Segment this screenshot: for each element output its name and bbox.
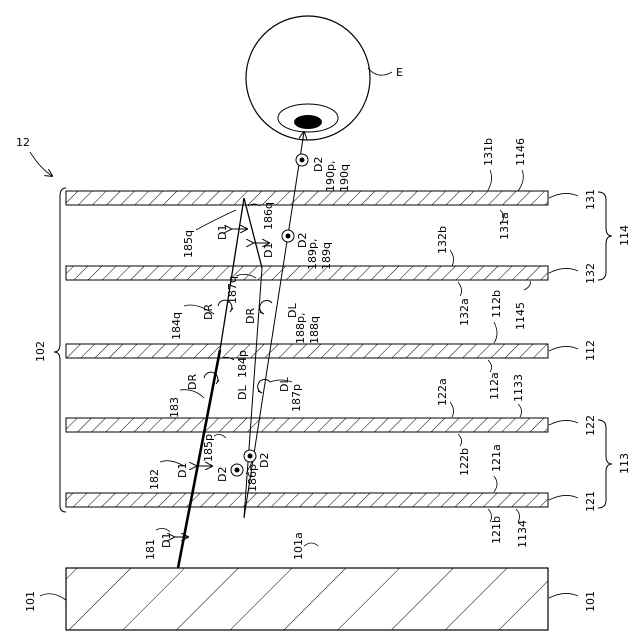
label-131b: 131b <box>482 138 495 166</box>
d2-marker-186p-left <box>231 464 243 476</box>
dr-marker-lower <box>204 372 219 384</box>
label-1146: 1146 <box>514 138 527 166</box>
ray-label-190-line2: 190q <box>338 164 351 192</box>
label-122b: 122b <box>458 448 471 476</box>
d2-marker-186p-right <box>244 450 256 462</box>
ray-label-190: 190p, 190q <box>324 157 351 192</box>
dl-marker-upper <box>260 301 272 314</box>
ray-label-186p: 186p <box>246 464 259 492</box>
base-101 <box>66 568 548 630</box>
plate-121 <box>66 493 548 507</box>
label-112b: 112b <box>490 290 503 318</box>
ray-label-185p: 185p <box>202 434 215 462</box>
pol-d1-181: D1 <box>160 533 173 548</box>
ray-label-188-line2: 188q <box>308 316 321 344</box>
label-131: 131 <box>584 189 597 210</box>
label-131a: 131a <box>498 212 511 240</box>
ray-label-187q: 187q <box>226 276 239 304</box>
label-114: 114 <box>618 225 631 246</box>
label-121: 121 <box>584 491 597 512</box>
ray-label-189-line1: 189p, <box>306 239 319 270</box>
bracket-114 <box>598 192 612 280</box>
leader-132a <box>458 282 462 296</box>
leader-101-left <box>40 594 66 600</box>
label-101-right: 101 <box>584 591 597 612</box>
leader-101a <box>304 543 318 546</box>
leader-112b <box>494 322 497 343</box>
eye <box>246 16 370 140</box>
label-1134: 1134 <box>516 520 529 548</box>
leader-1133 <box>518 404 522 417</box>
ray-186q-to-188 <box>244 198 262 268</box>
pol-d2-186p-right: D2 <box>258 453 271 468</box>
leader-132 <box>549 268 578 273</box>
bracket-113 <box>598 420 612 508</box>
d2-marker-189 <box>282 230 294 242</box>
pol-dl-lower-left: DL <box>236 385 249 400</box>
ray-label-183: 183 <box>168 397 181 418</box>
label-121b: 121b <box>490 516 503 544</box>
label-122a: 122a <box>436 378 449 406</box>
leader-132b <box>450 250 454 266</box>
leader-1145 <box>524 281 530 290</box>
pol-dr-upper-left: DR <box>202 304 215 320</box>
leader-101-right <box>549 593 578 598</box>
plate-122 <box>66 418 548 432</box>
plate-112 <box>66 344 548 358</box>
eye-label: E <box>396 66 403 79</box>
label-132: 132 <box>584 263 597 284</box>
leader-112 <box>549 346 578 351</box>
ray-label-184p: 184p <box>236 350 249 378</box>
label-122: 122 <box>584 415 597 436</box>
leader-121 <box>549 495 578 500</box>
display-bracket <box>54 188 66 512</box>
label-112a: 112a <box>488 372 501 400</box>
leader-122b <box>458 434 462 446</box>
ray-label-186q: 186q <box>262 202 275 230</box>
pol-d1-186q: D1 <box>262 243 275 258</box>
ray-label-190-line1: 190p, <box>324 161 337 192</box>
label-121a: 121a <box>490 444 503 472</box>
ray-label-189-line2: 189q <box>320 242 333 270</box>
label-112: 112 <box>584 340 597 361</box>
ray-label-181: 181 <box>144 539 157 560</box>
label-113: 113 <box>618 453 631 474</box>
leader-183 <box>180 390 204 398</box>
leader-181 <box>156 528 170 532</box>
eye-leader <box>368 68 392 75</box>
leader-1146 <box>518 170 523 191</box>
label-132b: 132b <box>436 226 449 254</box>
leader-112a <box>488 360 492 372</box>
d2-marker-190 <box>296 154 308 166</box>
leader-122 <box>549 420 578 425</box>
ray-label-188-line1: 188p, <box>294 313 307 344</box>
ray-label-187p: 187p <box>290 384 303 412</box>
label-132a: 132a <box>458 298 471 326</box>
plate-131 <box>66 191 548 205</box>
leader-131 <box>549 193 578 198</box>
figure-number: 12 <box>16 136 30 149</box>
leader-185p <box>214 434 226 438</box>
pol-dr-lower: DR <box>186 374 199 390</box>
label-1145: 1145 <box>514 302 527 330</box>
pol-dr-upper-right: DR <box>244 308 257 324</box>
leader-121a <box>494 476 497 492</box>
leader-131b <box>488 170 492 190</box>
label-101-left: 101 <box>24 591 37 612</box>
display-label: 102 <box>34 341 47 362</box>
ray-label-182: 182 <box>148 469 161 490</box>
figure-number-arrow <box>30 152 52 176</box>
pol-d2-186p-left: D2 <box>216 467 229 482</box>
ray-label-188: 188p, 188q <box>294 309 321 344</box>
ray-label-184q: 184q <box>170 312 183 340</box>
ray-label-185q: 185q <box>182 230 195 258</box>
label-1133: 1133 <box>512 374 525 402</box>
leader-122a <box>450 402 454 417</box>
pol-d1-185q: D1 <box>216 225 229 240</box>
ray-label-189: 189p, 189q <box>306 235 333 270</box>
label-101a: 101a <box>292 532 305 560</box>
